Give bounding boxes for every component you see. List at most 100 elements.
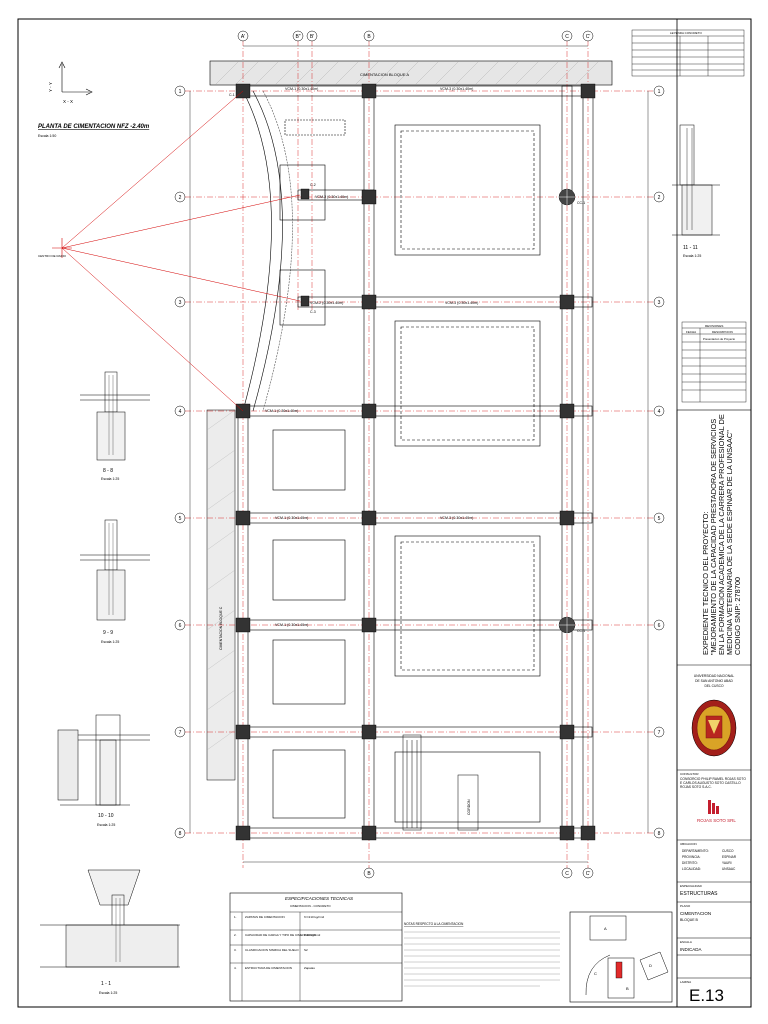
beam-label: VCM-1 (0.30x1.40m) bbox=[275, 516, 308, 520]
grid-row-label: 6 bbox=[179, 623, 182, 629]
grid-row-label: 4 bbox=[658, 409, 661, 415]
plan-title: PLANTA DE CIMENTACION NFZ -2.40m bbox=[38, 124, 150, 130]
grid-row-label: 5 bbox=[179, 516, 182, 522]
grid-col-label: C' bbox=[586, 871, 591, 877]
key-plan: A B C D bbox=[569, 911, 673, 1003]
grid-row-label: 7 bbox=[179, 730, 182, 736]
section-scale: Escala 1:25 bbox=[683, 254, 701, 258]
grid-row-label: 1 bbox=[179, 89, 182, 95]
plan-scale: Escala 1:50 bbox=[38, 134, 56, 138]
consultor-label: CONSULTOR bbox=[680, 772, 699, 776]
column-tag: C-3 bbox=[310, 310, 316, 314]
consultor-text: CONSORCIO PHILIP RAMEL ROJAS SOTO E CARL… bbox=[680, 777, 746, 789]
column-tag: C-1 bbox=[229, 93, 235, 97]
project-line: CODIGO SNIP: 278700 bbox=[733, 577, 742, 655]
project-line: "MEJORAMIENTO DE LA CAPACIDAD PRESTADORA… bbox=[709, 419, 718, 655]
location-key: LOCALIDAD: bbox=[682, 867, 701, 871]
project-line: EXPEDIENTE TECNICO DEL PROYECTO: bbox=[701, 511, 710, 655]
specs-subtitle: CIMENTACION - CONCRETO bbox=[290, 904, 331, 908]
grid-col-label: B bbox=[367, 871, 371, 877]
specialty-label: ESPECIALIDAD bbox=[680, 884, 703, 888]
keyplan-block-label: A bbox=[604, 926, 607, 931]
section-title: 9 - 9 bbox=[103, 630, 113, 636]
top-block-label: CIMENTACION BLOQUE A bbox=[360, 72, 409, 77]
grid-col-label: B" bbox=[295, 34, 300, 40]
radius-origin-label: CENTRO DE RADIO bbox=[38, 254, 67, 258]
grid-col-label: C' bbox=[586, 34, 591, 40]
technical-specs bbox=[229, 892, 403, 1002]
grid-col-label: C bbox=[565, 34, 569, 40]
column-tag: C-2 bbox=[310, 183, 316, 187]
grid-row-label: 8 bbox=[658, 831, 661, 837]
location-value: UNSAAC bbox=[722, 867, 736, 871]
beam-label: VCM-2 (0.30x1.40m) bbox=[310, 301, 343, 305]
keyplan-block-label: C bbox=[594, 971, 597, 976]
location-label: UBICACION bbox=[680, 842, 697, 846]
grid-row-label: 3 bbox=[179, 300, 182, 306]
specs-notes-title: NOTAS RESPECTO A LA CIMENTACION bbox=[404, 922, 464, 926]
revisions-col-desc: DESCRIPCION bbox=[712, 330, 733, 334]
grid-row-label: 6 bbox=[658, 623, 661, 629]
side-block-label: CIMENTACION BLOQUE C bbox=[219, 606, 223, 650]
grid-row-label: 5 bbox=[658, 516, 661, 522]
scale-value: INDICADA bbox=[680, 947, 702, 952]
plan-name: CIMENTACION bbox=[680, 911, 711, 916]
grid-col-label: B bbox=[367, 34, 371, 40]
spec-row-label: ESTRUCTURA DE CIMENTACION bbox=[245, 966, 292, 970]
section-title: 11 - 11 bbox=[683, 245, 698, 251]
beam-label: VCM-1 (0.30x1.40m) bbox=[275, 623, 308, 627]
legend-title: LEYENDA CONCRETO bbox=[670, 31, 702, 35]
section-10-10 bbox=[57, 714, 150, 806]
beam-label: VCM-3 (0.30x1.40m) bbox=[440, 516, 473, 520]
spec-row-value: 1.20 kg/cm2 bbox=[304, 933, 321, 937]
section-scale: Escala 1:25 bbox=[101, 640, 119, 644]
location-key: DISTRITO: bbox=[682, 861, 698, 865]
plan-label: PLANO bbox=[680, 904, 691, 908]
section-scale: Escala 1:25 bbox=[101, 477, 119, 481]
section-scale: Escala 1:25 bbox=[99, 991, 117, 995]
spec-row-number: 2. bbox=[234, 933, 237, 937]
spec-row-label: CLASIFICACION SISMICA DEL SUELO bbox=[245, 948, 299, 952]
project-line: EN LA FORMACION ACADEMICA DE LA CARRERA … bbox=[717, 414, 726, 655]
university-crest bbox=[691, 699, 737, 757]
revisions-entry: Presentacion de Proyecto bbox=[703, 337, 735, 341]
university-name: DE SAN ANTONIO ABAD bbox=[695, 679, 733, 683]
specs-title: ESPECIFICACIONES TECNICAS bbox=[285, 896, 353, 901]
spec-row-value: f'c=210 kg/cm2 bbox=[304, 915, 324, 919]
beam-label: VCM-1 (0.30x1.40m) bbox=[265, 409, 298, 413]
keyplan-block-label: B bbox=[626, 986, 629, 991]
specialty-value: ESTRUCTURAS bbox=[680, 891, 718, 897]
section-title: 8 - 8 bbox=[103, 468, 113, 474]
spec-row-number: 1. bbox=[234, 915, 237, 919]
scale-label: ESCALA bbox=[680, 940, 692, 944]
grid-row-label: 7 bbox=[658, 730, 661, 736]
location-key: PROVINCIA: bbox=[682, 855, 701, 859]
grid-row-label: 4 bbox=[179, 409, 182, 415]
grid-row-label: 2 bbox=[179, 195, 182, 201]
keyplan-block-label: D bbox=[649, 963, 652, 968]
spec-row-label: ZAPATAS DE CIMENTACION bbox=[245, 915, 285, 919]
section-1-1 bbox=[40, 869, 180, 968]
section-11-11 bbox=[672, 124, 720, 236]
spec-row-value: Zapatas bbox=[304, 966, 315, 970]
section-scale: Escala 1:25 bbox=[97, 823, 115, 827]
location-value: YAURI bbox=[722, 861, 732, 865]
axis-x-label: X - X bbox=[63, 99, 73, 104]
beam-label: VCM-1 (0.30x1.40m) bbox=[285, 87, 318, 91]
section-8-8 bbox=[80, 371, 150, 461]
revisions-title: REVISIONES bbox=[705, 324, 723, 328]
spec-row-value: S2 bbox=[304, 948, 308, 952]
column-tag: CC-1 bbox=[577, 201, 585, 205]
grid-col-label: A' bbox=[241, 34, 245, 40]
legend-table bbox=[631, 29, 745, 77]
beam-label: VCM-2 (0.30x1.40m) bbox=[315, 195, 348, 199]
beam-label: VCM-3 (0.30x1.40m) bbox=[440, 87, 473, 91]
spec-row-label: CAPACIDAD DE CARGA Y TIPO DE CIMENTACION bbox=[245, 933, 316, 937]
section-9-9 bbox=[80, 519, 150, 621]
project-line: MEDICINA VETERINARIA DE LA SEDE ESPINAR … bbox=[725, 430, 734, 655]
beam-label: VCM-3 (0.30x1.40m) bbox=[445, 301, 478, 305]
location-value: CUSCO bbox=[722, 849, 734, 853]
title-block bbox=[676, 409, 752, 1008]
spec-row-number: 3. bbox=[234, 948, 237, 952]
column-tag: CC-1 bbox=[577, 629, 585, 633]
